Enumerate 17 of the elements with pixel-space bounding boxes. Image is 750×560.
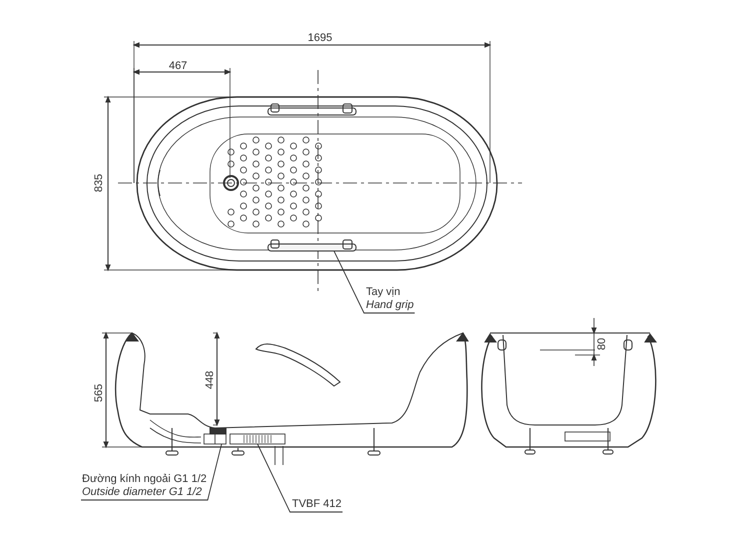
dimension-value: 1695 [308, 32, 332, 44]
callout-text: Outside diameter G1 1/2 [82, 486, 203, 499]
dimension-value: 80 [596, 338, 608, 350]
dimension-value: 835 [93, 174, 105, 192]
drain-connector-drawing [204, 434, 226, 444]
drain-trap-drawing [230, 434, 286, 444]
leader-line [334, 250, 416, 314]
leader-line [80, 444, 222, 500]
callout-text: Tay vịn [366, 286, 402, 299]
dimension-value: 448 [204, 370, 216, 390]
dimension-value: 565 [93, 384, 105, 402]
callout-text: Đường kính ngoải G1 1/2 [82, 473, 207, 486]
dimension-value: 467 [168, 60, 188, 72]
callout-text: TVBF 412 [292, 498, 342, 511]
leader-line [257, 444, 343, 512]
hand-grip-drawing [268, 240, 356, 252]
callout-text: Hand grip [366, 299, 414, 312]
